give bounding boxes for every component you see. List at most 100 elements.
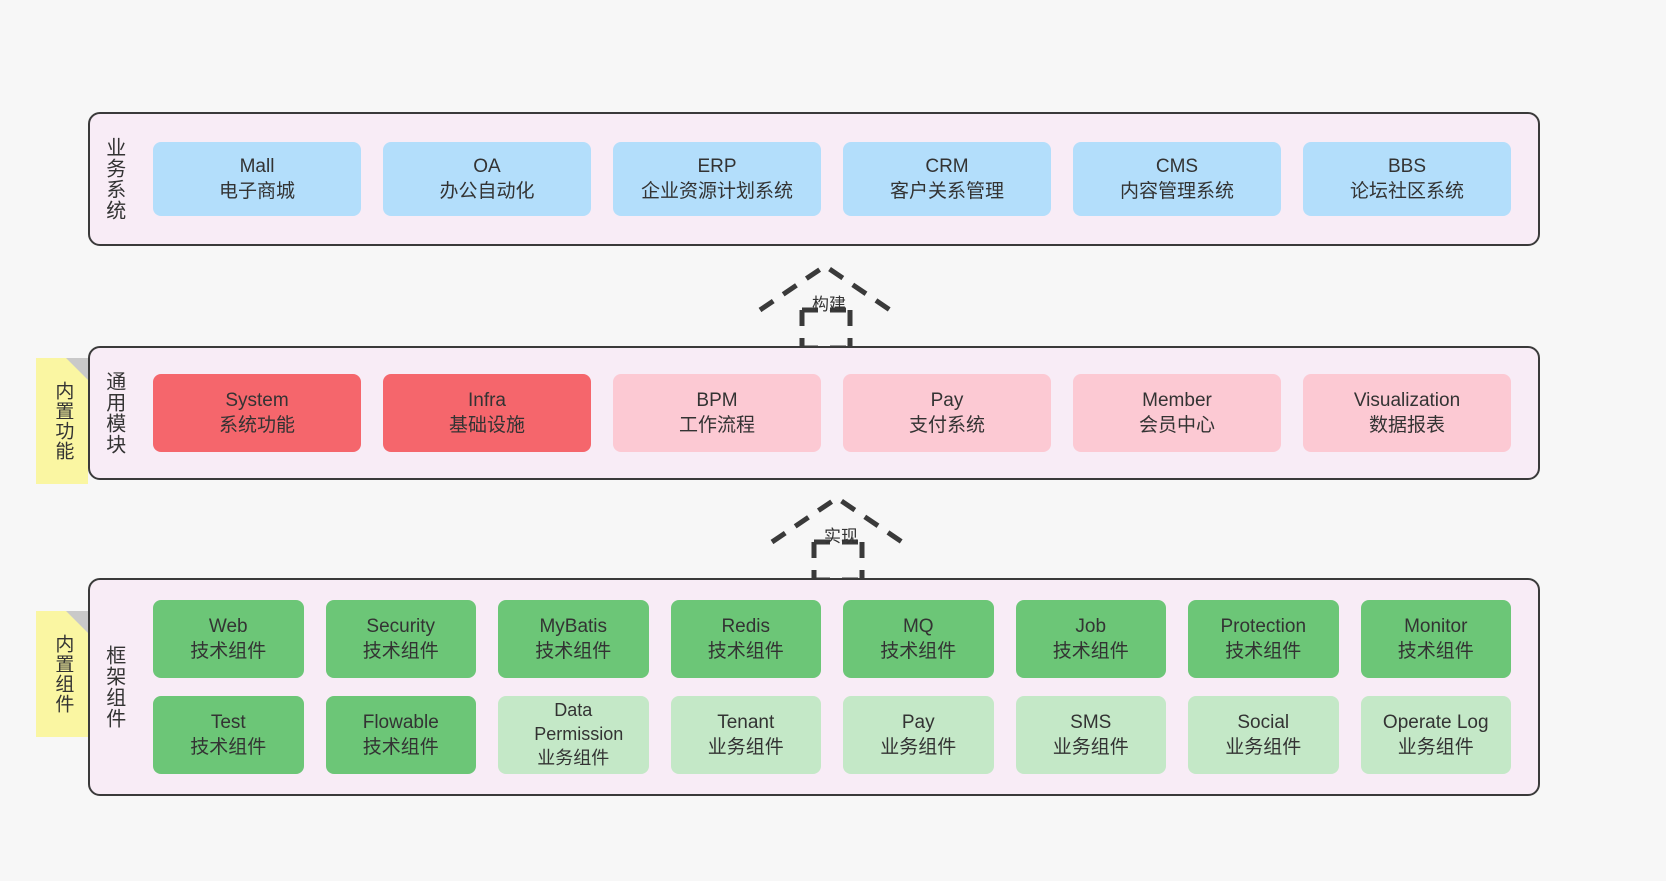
node-visualization[interactable]: Visualization 数据报表 [1303, 374, 1511, 452]
node-en-label: OA [473, 155, 501, 177]
node-cn-label: 工作流程 [678, 415, 755, 436]
node-cn-label: 业务组件 [1397, 737, 1474, 758]
node-en-label: ERP [697, 155, 737, 177]
node-en-label: Web [208, 615, 248, 637]
node-cn-label: 电子商城 [218, 181, 295, 202]
layer-body-common-module: System 系统功能 Infra 基础设施 BPM 工作流程 Pay 支付系统… [136, 348, 1538, 478]
node-mybatis[interactable]: MyBatis 技术组件 [498, 600, 649, 678]
node-cn-label: 技术组件 [1052, 641, 1129, 662]
node-security[interactable]: Security 技术组件 [325, 600, 476, 678]
layer-body-framework-component: Web 技术组件 Security 技术组件 MyBatis 技术组件 Redi… [136, 580, 1538, 794]
node-pay-module[interactable]: Pay 支付系统 [843, 374, 1051, 452]
node-cn-label: 客户关系管理 [889, 181, 1004, 202]
node-bbs[interactable]: BBS 论坛社区系统 [1303, 142, 1511, 216]
node-erp[interactable]: ERP 企业资源计划系统 [613, 142, 821, 216]
node-monitor[interactable]: Monitor 技术组件 [1360, 600, 1511, 678]
node-row: System 系统功能 Infra 基础设施 BPM 工作流程 Pay 支付系统… [142, 374, 1522, 452]
layer-title-business-system: 业务系统 [102, 137, 125, 221]
node-member[interactable]: Member 会员中心 [1073, 374, 1281, 452]
node-cn-label: 技术组件 [190, 641, 267, 662]
node-web[interactable]: Web 技术组件 [153, 600, 304, 678]
node-en-label: BPM [696, 389, 738, 411]
node-redis[interactable]: Redis 技术组件 [670, 600, 821, 678]
node-tenant[interactable]: Tenant 业务组件 [670, 696, 821, 774]
sticky-note-builtin-component: 内置组件 [36, 611, 88, 737]
node-en-label: Job [1075, 615, 1107, 637]
node-cn-label: 业务组件 [707, 737, 784, 758]
node-en-label: Pay [930, 389, 964, 411]
node-cn-label: 办公自动化 [439, 181, 535, 202]
connector-label-build: 构建 [812, 295, 846, 314]
node-en-label: Protection [1220, 615, 1307, 637]
node-en-label: MQ [902, 615, 934, 637]
node-oa[interactable]: OA 办公自动化 [383, 142, 591, 216]
node-mall[interactable]: Mall 电子商城 [153, 142, 361, 216]
node-mq[interactable]: MQ 技术组件 [843, 600, 994, 678]
node-cn-label: 支付系统 [908, 415, 985, 436]
layer-body-business-system: Mall 电子商城 OA 办公自动化 ERP 企业资源计划系统 CRM 客户关系… [136, 114, 1538, 244]
node-data-permission[interactable]: Data Permission 业务组件 [498, 696, 649, 774]
sticky-label: 内置组件 [52, 634, 74, 714]
node-pay-component[interactable]: Pay 业务组件 [843, 696, 994, 774]
node-cn-label: 会员中心 [1138, 415, 1215, 436]
node-protection[interactable]: Protection 技术组件 [1188, 600, 1339, 678]
node-system[interactable]: System 系统功能 [153, 374, 361, 452]
node-cn-label: 内容管理系统 [1119, 181, 1234, 202]
connector-implement: 实现 [770, 494, 932, 583]
node-operate-log[interactable]: Operate Log 业务组件 [1360, 696, 1511, 774]
node-bpm[interactable]: BPM 工作流程 [613, 374, 821, 452]
node-cn-label: 基础设施 [448, 415, 525, 436]
node-en-label: Redis [721, 615, 771, 637]
node-row: Web 技术组件 Security 技术组件 MyBatis 技术组件 Redi… [142, 600, 1522, 678]
node-en-label: Security [366, 615, 436, 637]
node-en-label: Visualization [1353, 389, 1461, 411]
node-cn-label: 技术组件 [190, 737, 267, 758]
node-sms[interactable]: SMS 业务组件 [1015, 696, 1166, 774]
node-infra[interactable]: Infra 基础设施 [383, 374, 591, 452]
node-cn-label: 技术组件 [1397, 641, 1474, 662]
node-en-label: MyBatis [539, 615, 608, 637]
node-cms[interactable]: CMS 内容管理系统 [1073, 142, 1281, 216]
node-cn-label: 企业资源计划系统 [640, 181, 793, 202]
node-cn-label: 业务组件 [880, 737, 957, 758]
node-en-label: SMS [1070, 711, 1112, 733]
arrow-shaft-implement [811, 539, 865, 583]
node-en-label: Flowable [362, 711, 439, 733]
sticky-note-builtin-function: 内置功能 [36, 358, 88, 484]
node-social[interactable]: Social 业务组件 [1188, 696, 1339, 774]
node-en-label: CRM [925, 155, 969, 177]
node-cn-label: 技术组件 [1225, 641, 1302, 662]
node-en-label: Social [1237, 711, 1290, 733]
arrow-shaft-build [799, 307, 853, 351]
node-cn-label: 技术组件 [362, 641, 439, 662]
node-test[interactable]: Test 技术组件 [153, 696, 304, 774]
node-en-label: CMS [1155, 155, 1199, 177]
node-en-label: System [225, 389, 289, 411]
node-cn-label: 论坛社区系统 [1349, 181, 1464, 202]
arrow-head-build [758, 262, 892, 313]
node-row: Test 技术组件 Flowable 技术组件 Data Permission … [142, 696, 1522, 774]
layer-business-system: 业务系统 Mall 电子商城 OA 办公自动化 ERP 企业资源计划系统 CRM… [88, 112, 1540, 246]
sticky-label: 内置功能 [52, 381, 74, 461]
node-en-label: Infra [467, 389, 507, 411]
layer-framework-component: 框架组件 Web 技术组件 Security 技术组件 MyBatis 技术组件… [88, 578, 1540, 796]
node-cn-label: 系统功能 [218, 415, 295, 436]
node-cn-label: 技术组件 [535, 641, 612, 662]
layer-title-framework-component: 框架组件 [102, 645, 125, 729]
node-cn-label: 技术组件 [880, 641, 957, 662]
node-en-label: Test [210, 711, 246, 733]
node-en-label: Member [1142, 389, 1212, 411]
layer-common-module: 通用模块 System 系统功能 Infra 基础设施 BPM 工作流程 Pay… [88, 346, 1540, 480]
node-cn-label: 技术组件 [362, 737, 439, 758]
node-job[interactable]: Job 技术组件 [1015, 600, 1166, 678]
layer-title-common-module: 通用模块 [102, 371, 125, 455]
connector-label-implement: 实现 [824, 527, 858, 546]
node-crm[interactable]: CRM 客户关系管理 [843, 142, 1051, 216]
node-en-label: BBS [1387, 155, 1427, 177]
sticky-fold-corner [66, 358, 88, 380]
node-en-label: Monitor [1404, 615, 1468, 637]
connector-build: 构建 [758, 262, 920, 351]
node-flowable[interactable]: Flowable 技术组件 [325, 696, 476, 774]
sticky-fold-corner [66, 611, 88, 633]
